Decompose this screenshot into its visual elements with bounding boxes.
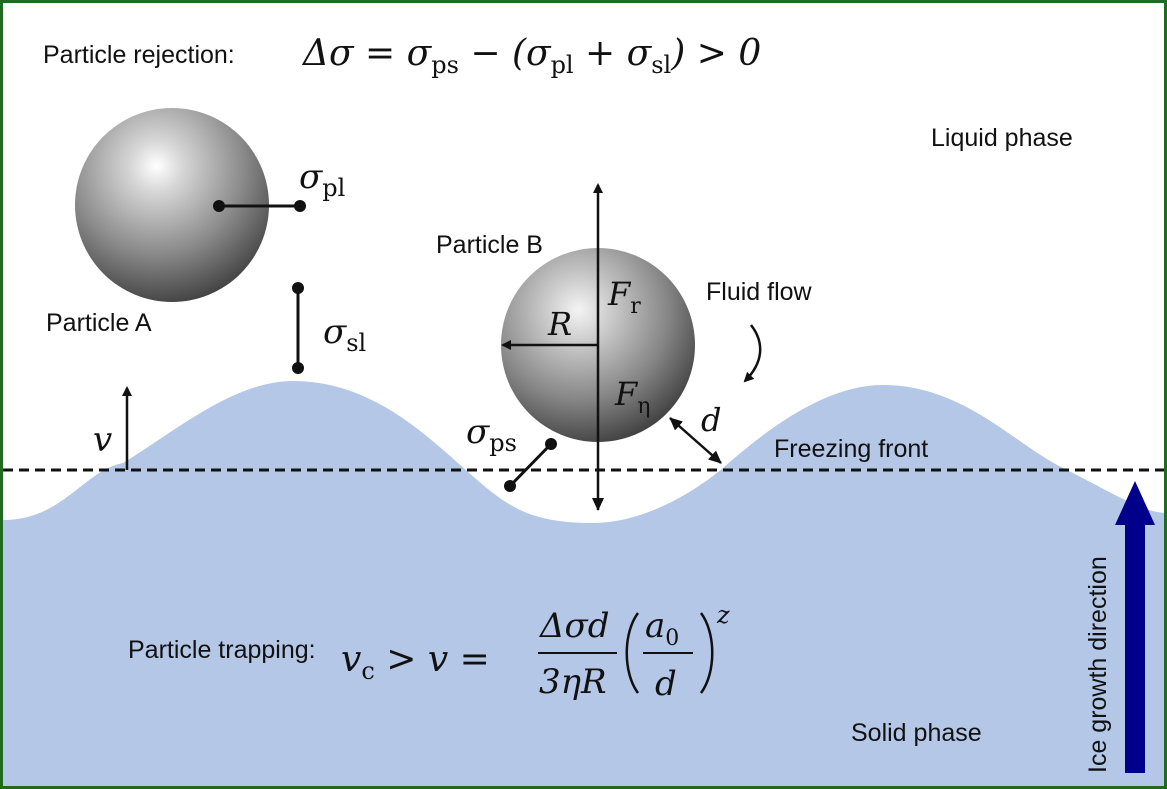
fluid-flow-arrow — [743, 324, 762, 383]
sigma-sl-dot-top — [292, 282, 304, 294]
trapping-ratio-denominator: d — [655, 664, 677, 704]
trapping-exponent: z — [716, 601, 730, 629]
gap-distance-arrow — [669, 417, 722, 464]
sigma-ps-connector — [508, 442, 553, 488]
fluid-flow-label: Fluid flow — [706, 278, 813, 306]
sigma-pl-symbol: σpl — [299, 157, 345, 202]
right-paren — [699, 612, 714, 694]
sigma-ps-dot-solid — [504, 480, 516, 492]
particle-a — [75, 108, 269, 302]
liquid-phase-label: Liquid phase — [931, 124, 1073, 152]
sigma-sl-dot-bottom — [292, 362, 304, 374]
gap-distance-symbol: d — [701, 401, 721, 439]
repulsive-force-symbol: Fr — [607, 275, 641, 319]
sigma-ps-dot-particle — [545, 438, 557, 450]
diagram-svg: Particle rejection: Δσ = σps − (σpl + σs… — [3, 33, 1164, 786]
particle-rejection-label: Particle rejection: — [43, 41, 235, 69]
solid-phase-label: Solid phase — [851, 719, 982, 747]
sigma-ps-symbol: σps — [466, 412, 517, 457]
sigma-sl-symbol: σsl — [323, 312, 366, 357]
particle-a-label: Particle A — [46, 309, 152, 337]
trapping-equation-lhs: vc > v = — [341, 639, 490, 685]
freezing-front-label: Freezing front — [774, 435, 928, 463]
rejection-equation: Δσ = σps − (σpl + σsl) > 0 — [301, 33, 761, 79]
particle-b-label: Particle B — [436, 231, 543, 259]
solid-phase-region — [3, 381, 1164, 786]
velocity-symbol: v — [93, 420, 112, 460]
ice-growth-arrow — [1115, 481, 1155, 773]
sigma-pl-dot-liquid — [294, 200, 306, 212]
left-paren — [625, 612, 640, 694]
ice-growth-direction-label: Ice growth direction — [1084, 556, 1112, 773]
radius-symbol: R — [547, 305, 572, 343]
drag-force-symbol: Fη — [614, 375, 650, 419]
trapping-numerator: Δσd — [538, 606, 610, 646]
trapping-ratio-numerator: a0 — [645, 606, 679, 651]
sigma-pl-dot-particle — [213, 200, 225, 212]
particle-trapping-label: Particle trapping: — [128, 636, 316, 664]
trapping-denominator: 3ηR — [539, 662, 607, 702]
